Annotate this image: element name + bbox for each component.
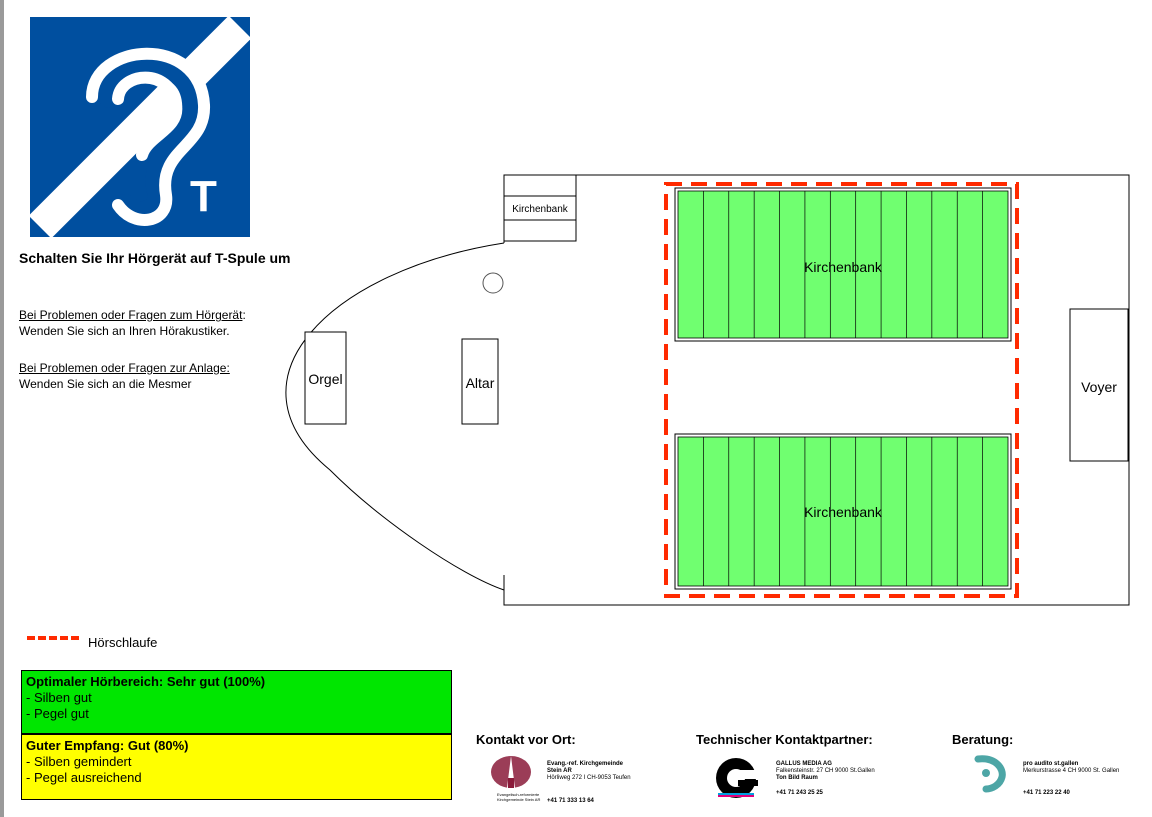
- contact-technical-title: Technischer Kontaktpartner:: [696, 732, 873, 747]
- church-logo-caption-2: Kirchgemeinde Stein AR: [497, 797, 541, 802]
- strike-through-bar: [30, 17, 250, 237]
- bench-block-bottom-fill: [677, 436, 1009, 587]
- contact-local-name-2: Stein AR: [547, 768, 572, 774]
- contact-advice-details: pro audito st.gallen Merkurstrasse 4 CH …: [1023, 761, 1119, 775]
- contact-technical-address: Falkensteinstr. 27 CH 9000 St.Gallen: [776, 768, 875, 774]
- reception-optimal-line-1: - Silben gut: [26, 690, 92, 705]
- organ-label: Orgel: [308, 371, 342, 387]
- info-hearing-aid: Bei Problemen oder Fragen zum Hörgerät: …: [19, 307, 246, 339]
- reception-optimal-title: Optimaler Hörbereich: Sehr gut (100%): [26, 674, 266, 689]
- contact-local-phone: +41 71 333 13 64: [547, 798, 594, 804]
- reception-good-title: Guter Empfang: Gut (80%): [26, 738, 189, 753]
- instruction-heading: Schalten Sie Ihr Hörgerät auf T-Spule um: [19, 250, 291, 266]
- ear-t-icon: T: [30, 17, 250, 237]
- altar: [461, 338, 499, 425]
- contact-local-address: Hörliweg 272 I CH-9053 Teufen: [547, 775, 631, 781]
- organ: [304, 331, 347, 425]
- t-letter: T: [190, 172, 217, 221]
- pro-audito-logo-icon: [974, 755, 1006, 793]
- hearing-loop-legend-label: Hörschlaufe: [88, 635, 158, 650]
- reception-optimal-box: Optimaler Hörbereich: Sehr gut (100%) - …: [21, 670, 452, 734]
- contact-local-name: Evang.-ref. Kirchgemeinde: [547, 761, 624, 767]
- bench-block-top-fill: [677, 190, 1009, 339]
- small-bench: [503, 174, 577, 242]
- contact-local-details: Evang.-ref. Kirchgemeinde Stein AR Hörli…: [547, 761, 631, 782]
- reception-good-line-2: - Pegel ausreichend: [26, 770, 142, 785]
- reception-optimal-line-2: - Pegel gut: [26, 706, 89, 721]
- foyer-label: Voyer: [1081, 379, 1117, 395]
- nave-outline: [503, 174, 1130, 606]
- bench-block-top: Kirchenbank: [674, 187, 1012, 342]
- contact-local-title: Kontakt vor Ort:: [476, 732, 576, 747]
- contact-technical-phone: +41 71 243 25 25: [776, 790, 823, 796]
- info-question-1-suffix: :: [242, 308, 246, 322]
- church-logo-icon: [491, 756, 531, 788]
- ear-outline-gap: [97, 50, 209, 228]
- church-logo-caption-1: Evangelisch-reformierte: [497, 792, 540, 797]
- info-question-1: Bei Problemen oder Fragen zum Hörgerät: [19, 308, 243, 322]
- bench-bottom-label: Kirchenbank: [804, 504, 883, 520]
- contact-advice-name: pro audito st.gallen: [1023, 761, 1079, 767]
- church-logo-caption: Evangelisch-reformierte Kirchgemeinde St…: [497, 792, 540, 802]
- info-answer-1: Wenden Sie sich an Ihren Hörakustiker.: [19, 324, 230, 338]
- hearing-loop-legend-swatch: [27, 636, 79, 640]
- altar-label: Altar: [466, 375, 495, 391]
- apse-curve: [285, 242, 505, 591]
- contact-advice-address: Merkurstrasse 4 CH 9000 St. Gallen: [1023, 768, 1120, 774]
- bench-top-label: Kirchenbank: [804, 259, 883, 275]
- info-system: Bei Problemen oder Fragen zur Anlage: We…: [19, 360, 230, 392]
- church-floor-plan: Kirchenbank Orgel Altar Voyer Kirchenban…: [285, 174, 1130, 606]
- baptismal-font: [482, 272, 504, 294]
- info-question-2: Bei Problemen oder Fragen zur Anlage:: [19, 361, 230, 375]
- small-bench-label: Kirchenbank: [512, 204, 569, 215]
- gallus-media-logo-icon: [716, 758, 758, 798]
- hearing-loop-boundary: [664, 182, 1019, 598]
- reception-good-box: Guter Empfang: Gut (80%) - Silben gemind…: [21, 734, 452, 800]
- bench-block-bottom: Kirchenbank: [674, 433, 1012, 590]
- page-left-border: [0, 0, 4, 817]
- contact-technical-tagline: Ton Bild Raum: [776, 775, 818, 781]
- contact-advice-title: Beratung:: [952, 732, 1014, 747]
- reception-good-line-1: - Silben gemindert: [26, 754, 132, 769]
- foyer: [1069, 308, 1129, 462]
- ear-outer-curve: [86, 47, 210, 226]
- contact-technical-name: GALLUS MEDIA AG: [776, 761, 832, 767]
- contact-advice-phone: +41 71 223 22 40: [1023, 790, 1070, 796]
- contact-technical-details: GALLUS MEDIA AG Falkensteinstr. 27 CH 90…: [776, 761, 875, 782]
- ear-inner-curve: [112, 71, 183, 161]
- hearing-loop-logo: T: [30, 17, 250, 237]
- info-answer-2: Wenden Sie sich an die Mesmer: [19, 377, 192, 391]
